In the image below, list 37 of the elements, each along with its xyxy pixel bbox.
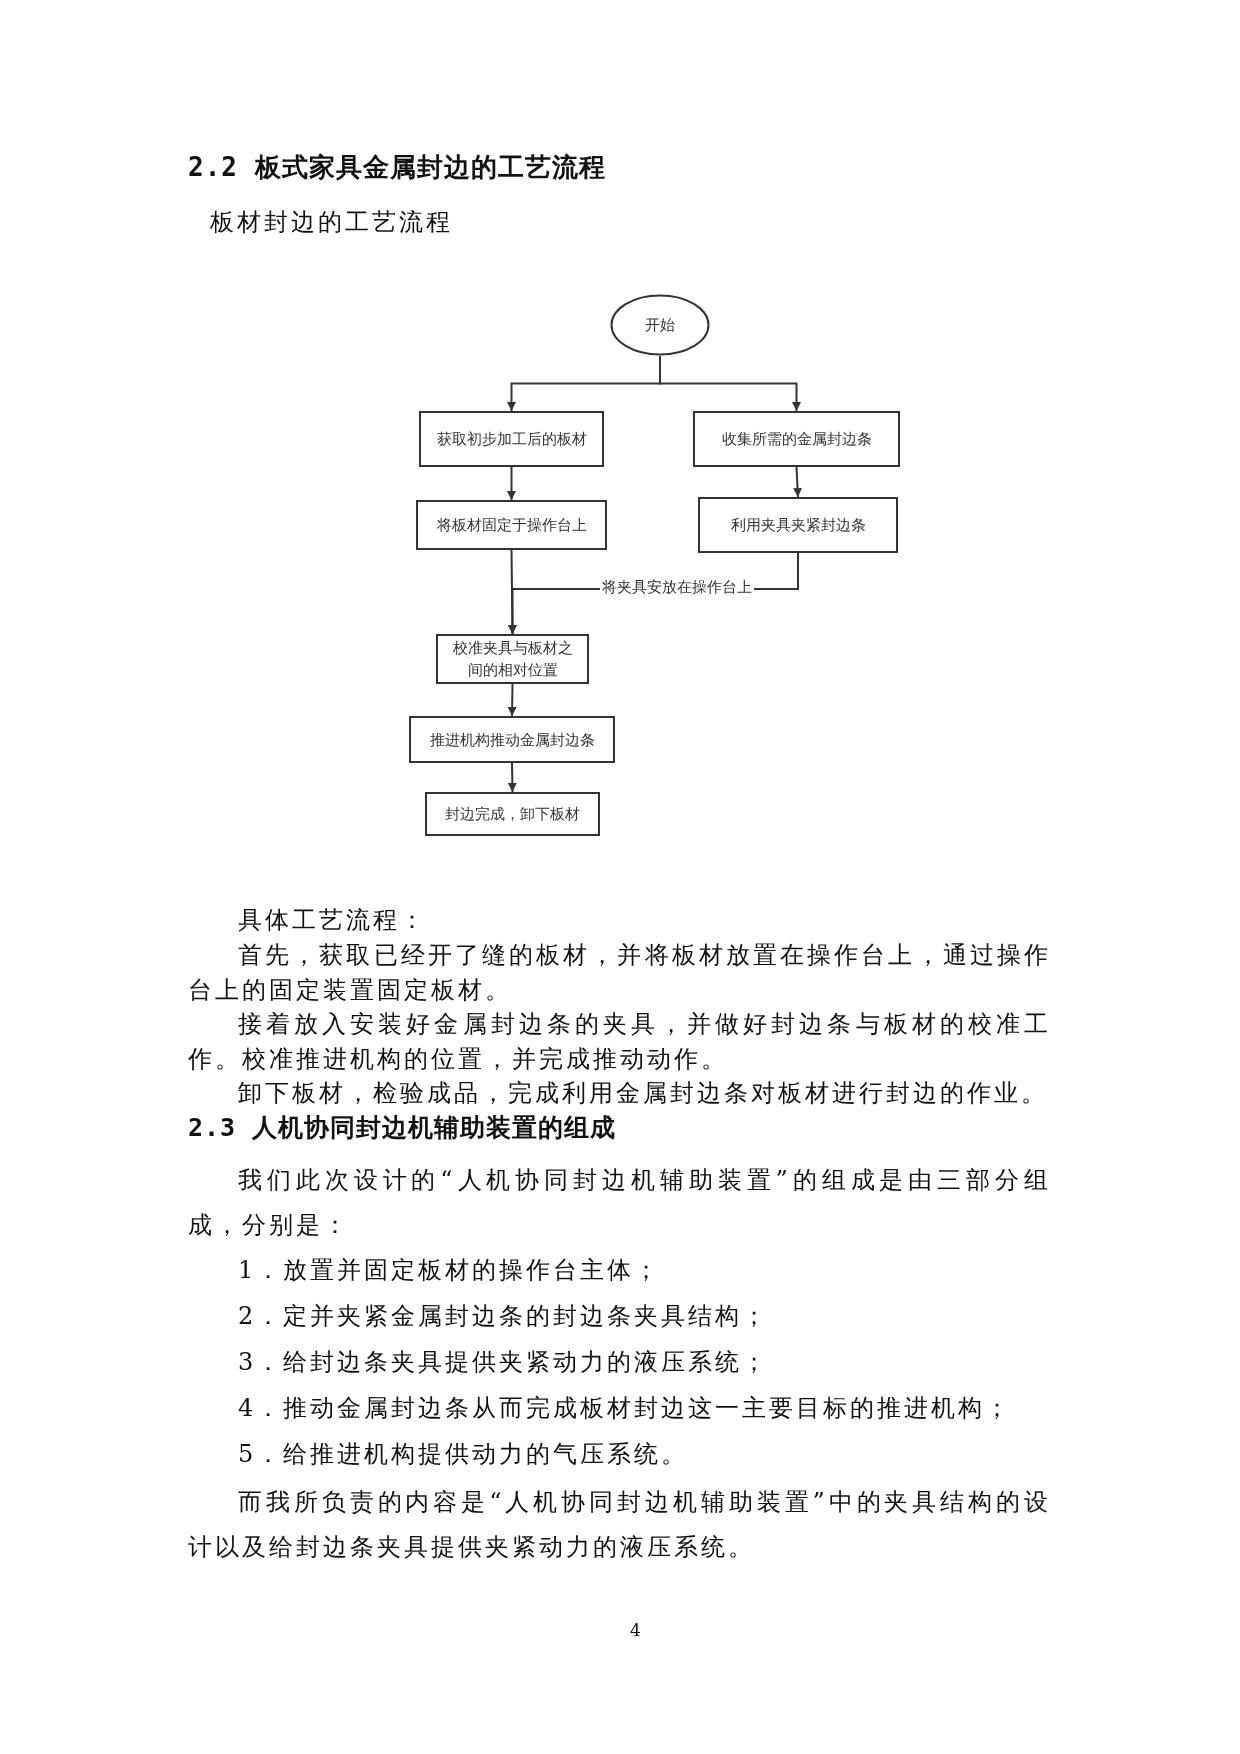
step-label: 收集所需的金属封边条 (721, 429, 872, 450)
step-label: 推进机构推动金属封边条 (429, 729, 595, 751)
step-label: 将板材固定于操作台上 (436, 515, 587, 536)
arrow (507, 683, 517, 717)
page-number: 4 (630, 1619, 641, 1642)
process-box (436, 634, 589, 684)
section-heading: 2.3 人机协同封边机辅助装置的组成 (188, 1112, 618, 1144)
arrow (659, 355, 801, 412)
process-box (416, 500, 607, 550)
arrow (507, 762, 517, 793)
step-label: 校准夹具与板材之间的相对位置 (451, 638, 574, 681)
figure-title: 板材封边的工艺流程 (210, 207, 453, 238)
paragraph: 卸下板材，检验成品，完成利用金属封边条对板材进行封边的作业。 (238, 1078, 1049, 1109)
section-heading: 2.2 板式家具金属封边的工艺流程 (188, 151, 606, 184)
paragraph: 接着放入安装好金属封边条的夹具，并做好封边条与板材的校准工作。校准推进机构的位置，并完成推动动作。 (188, 1009, 1051, 1075)
list-item: 4．推动金属封边条从而完成板材封边这一主要目标的推进机构； (238, 1393, 1013, 1424)
step-label: 开始 (645, 315, 675, 336)
paragraph: 我们此次设计的“人机协同封边机辅助装置”的组成是由三部分组成，分别是： (188, 1165, 1051, 1241)
list-item: 2．定并夹紧金属封边条的封边条夹具结构； (238, 1301, 770, 1332)
edge-label: 将夹具安放在操作台上 (600, 578, 755, 597)
paragraph: 而我所负责的内容是“人机协同封边机辅助装置”中的夹具结构的设计以及给封边条夹具提供夹紧动力的液压系统。 (188, 1487, 1051, 1563)
process-box (419, 411, 604, 467)
step-label: 获取初步加工后的板材 (436, 429, 587, 450)
step-label: 封边完成，卸下板材 (445, 804, 580, 825)
process-box (425, 792, 600, 836)
list-item: 5．给推进机构提供动力的气压系统。 (238, 1439, 689, 1470)
process-box (409, 716, 615, 763)
paragraph: 首先，获取已经开了缝的板材，并将板材放置在操作台上，通过操作台上的固定装置固定板材。 (188, 940, 1051, 1006)
list-item: 3．给封边条夹具提供夹紧动力的液压系统； (238, 1347, 770, 1378)
arrow (793, 466, 803, 498)
process-box (698, 497, 898, 553)
start-ellipse (610, 294, 710, 356)
paragraph: 具体工艺流程： (238, 905, 428, 936)
list-item: 1．放置并固定板材的操作台主体； (238, 1255, 662, 1286)
step-label: 利用夹具夹紧封边条 (730, 515, 866, 536)
process-box (693, 411, 900, 467)
arrow (507, 466, 516, 501)
